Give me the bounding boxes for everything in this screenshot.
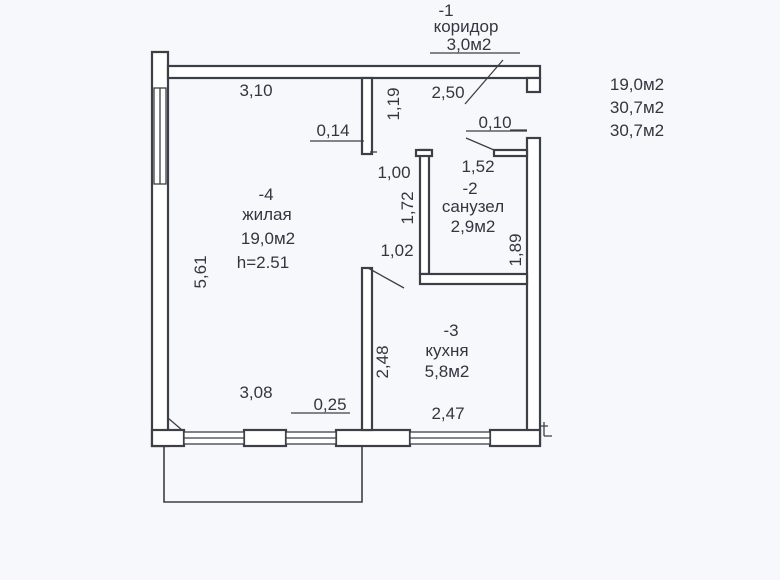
dim-wall-010: 0,10 (478, 113, 511, 132)
total-area: 30,7м2 (610, 98, 664, 117)
dim-wall-025: 0,25 (313, 395, 346, 414)
kitchen-door (367, 267, 405, 289)
bathroom-name: санузел (442, 197, 504, 216)
wall-bottom-kitchen (334, 428, 412, 448)
dim-kitchen-bottom: 2,47 (431, 404, 464, 423)
partition-living-kitchen (360, 266, 374, 432)
bathroom-top-wall-left (414, 148, 434, 158)
living-height: h=2.51 (237, 253, 289, 272)
dim-living-top: 3,10 (239, 81, 272, 100)
total-area-2: 30,7м2 (610, 121, 664, 140)
kitchen-area: 5,8м2 (425, 362, 470, 381)
wall-bottom-right (488, 428, 542, 448)
corridor-number: -1 (438, 1, 453, 20)
dim-door-100: 1,00 (377, 163, 410, 182)
bathroom-door (465, 137, 495, 151)
bathroom-top-wall (492, 148, 529, 158)
dim-living-height: 5,61 (191, 255, 210, 288)
partition-living-corridor (360, 76, 374, 156)
corridor-leader-line (464, 59, 504, 105)
dim-bath-right: 1,89 (506, 233, 525, 266)
bathroom-number: -2 (462, 179, 477, 198)
wall-bottom-mid (242, 428, 288, 448)
kitchen-number: -3 (443, 321, 458, 340)
kitchen-name: кухня (425, 341, 468, 360)
dim-partition-014: 0,14 (316, 121, 349, 140)
dim-corridor-top: 2,50 (431, 83, 464, 102)
bathroom-left-wall (418, 148, 431, 276)
living-area: 19,0м2 (241, 229, 295, 248)
dim-partition-119: 1,19 (384, 87, 403, 120)
living-number: -4 (258, 185, 273, 204)
wall-right-stub (525, 76, 542, 94)
wall-right (525, 136, 542, 447)
dim-door-102: 1,02 (380, 241, 413, 260)
bathroom-area: 2,9м2 (451, 217, 496, 236)
door-mark-living (167, 417, 183, 431)
kitchen-top-wall (418, 272, 529, 286)
dim-bath-left: 1,72 (398, 191, 417, 224)
dim-living-bottom: 3,08 (239, 383, 272, 402)
wall-bottom-left (150, 428, 186, 448)
dim-bath-top: 1,52 (461, 157, 494, 176)
corner-mark (540, 422, 552, 437)
total-living-area: 19,0м2 (610, 75, 664, 94)
corridor-name: коридор (434, 17, 499, 36)
dim-kitchen-left: 2,48 (373, 345, 392, 378)
corridor-area: 3,0м2 (447, 35, 492, 54)
wall-top (166, 64, 542, 80)
balcony-outline (163, 440, 363, 503)
living-name: жилая (242, 205, 291, 224)
